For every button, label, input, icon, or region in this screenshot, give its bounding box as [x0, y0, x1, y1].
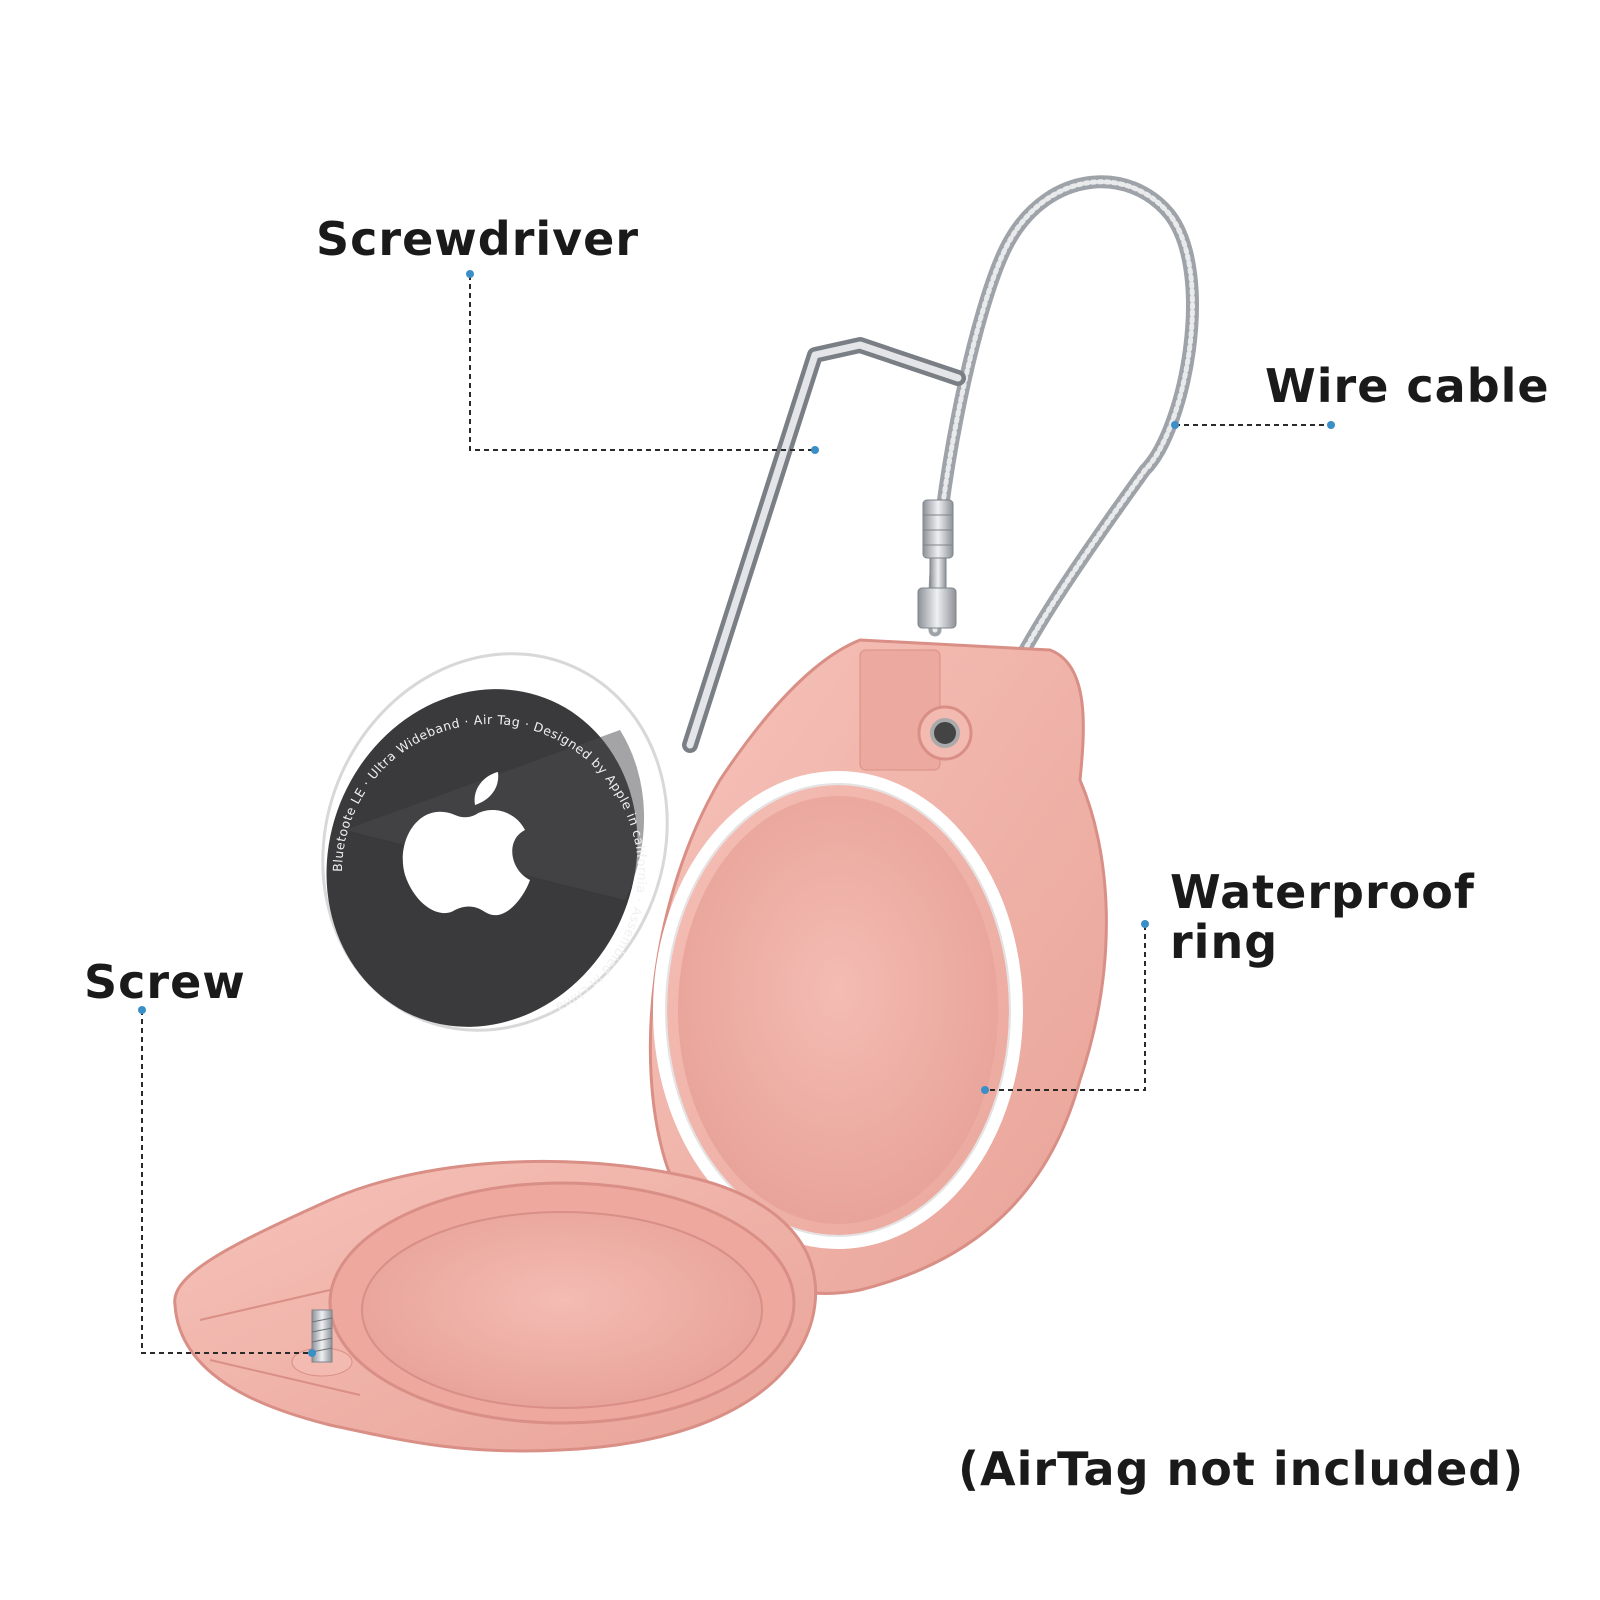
leader-line-waterproof-ring — [985, 925, 1146, 1091]
label-waterproof-ring-line1: Waterproof — [1170, 865, 1475, 919]
case-front-half — [173, 1159, 818, 1453]
leader-line-screw — [141, 1010, 312, 1354]
label-waterproof-ring: Waterproof ring — [1170, 865, 1475, 969]
leader-dot-wire-cable-label — [1327, 421, 1335, 429]
leader-dots — [138, 270, 1335, 1357]
leader-dot-screw-target — [308, 1349, 316, 1357]
label-waterproof-ring-line2: ring — [1170, 914, 1279, 969]
leader-line-screwdriver — [469, 275, 815, 451]
wire-cable — [928, 175, 1199, 707]
leader-dot-waterproof-target — [981, 1086, 989, 1094]
leader-dot-waterproof-label — [1141, 920, 1149, 928]
leader-dot-wire-cable-target — [1171, 421, 1179, 429]
apple-logo — [402, 772, 530, 916]
label-screw: Screw — [84, 955, 246, 1009]
screw — [291, 1309, 353, 1377]
hex-key-screwdriver — [682, 337, 966, 753]
airtag-not-included-note: (AirTag not included) — [958, 1442, 1525, 1496]
case-back-half — [648, 638, 1108, 1295]
leader-dot-screwdriver-label — [466, 270, 474, 278]
leader-lines — [141, 275, 1330, 1354]
leader-dot-screwdriver-target — [811, 446, 819, 454]
label-wire-cable: Wire cable — [1265, 359, 1550, 413]
label-screwdriver: Screwdriver — [316, 212, 640, 266]
leader-dot-screw-label — [138, 1006, 146, 1014]
